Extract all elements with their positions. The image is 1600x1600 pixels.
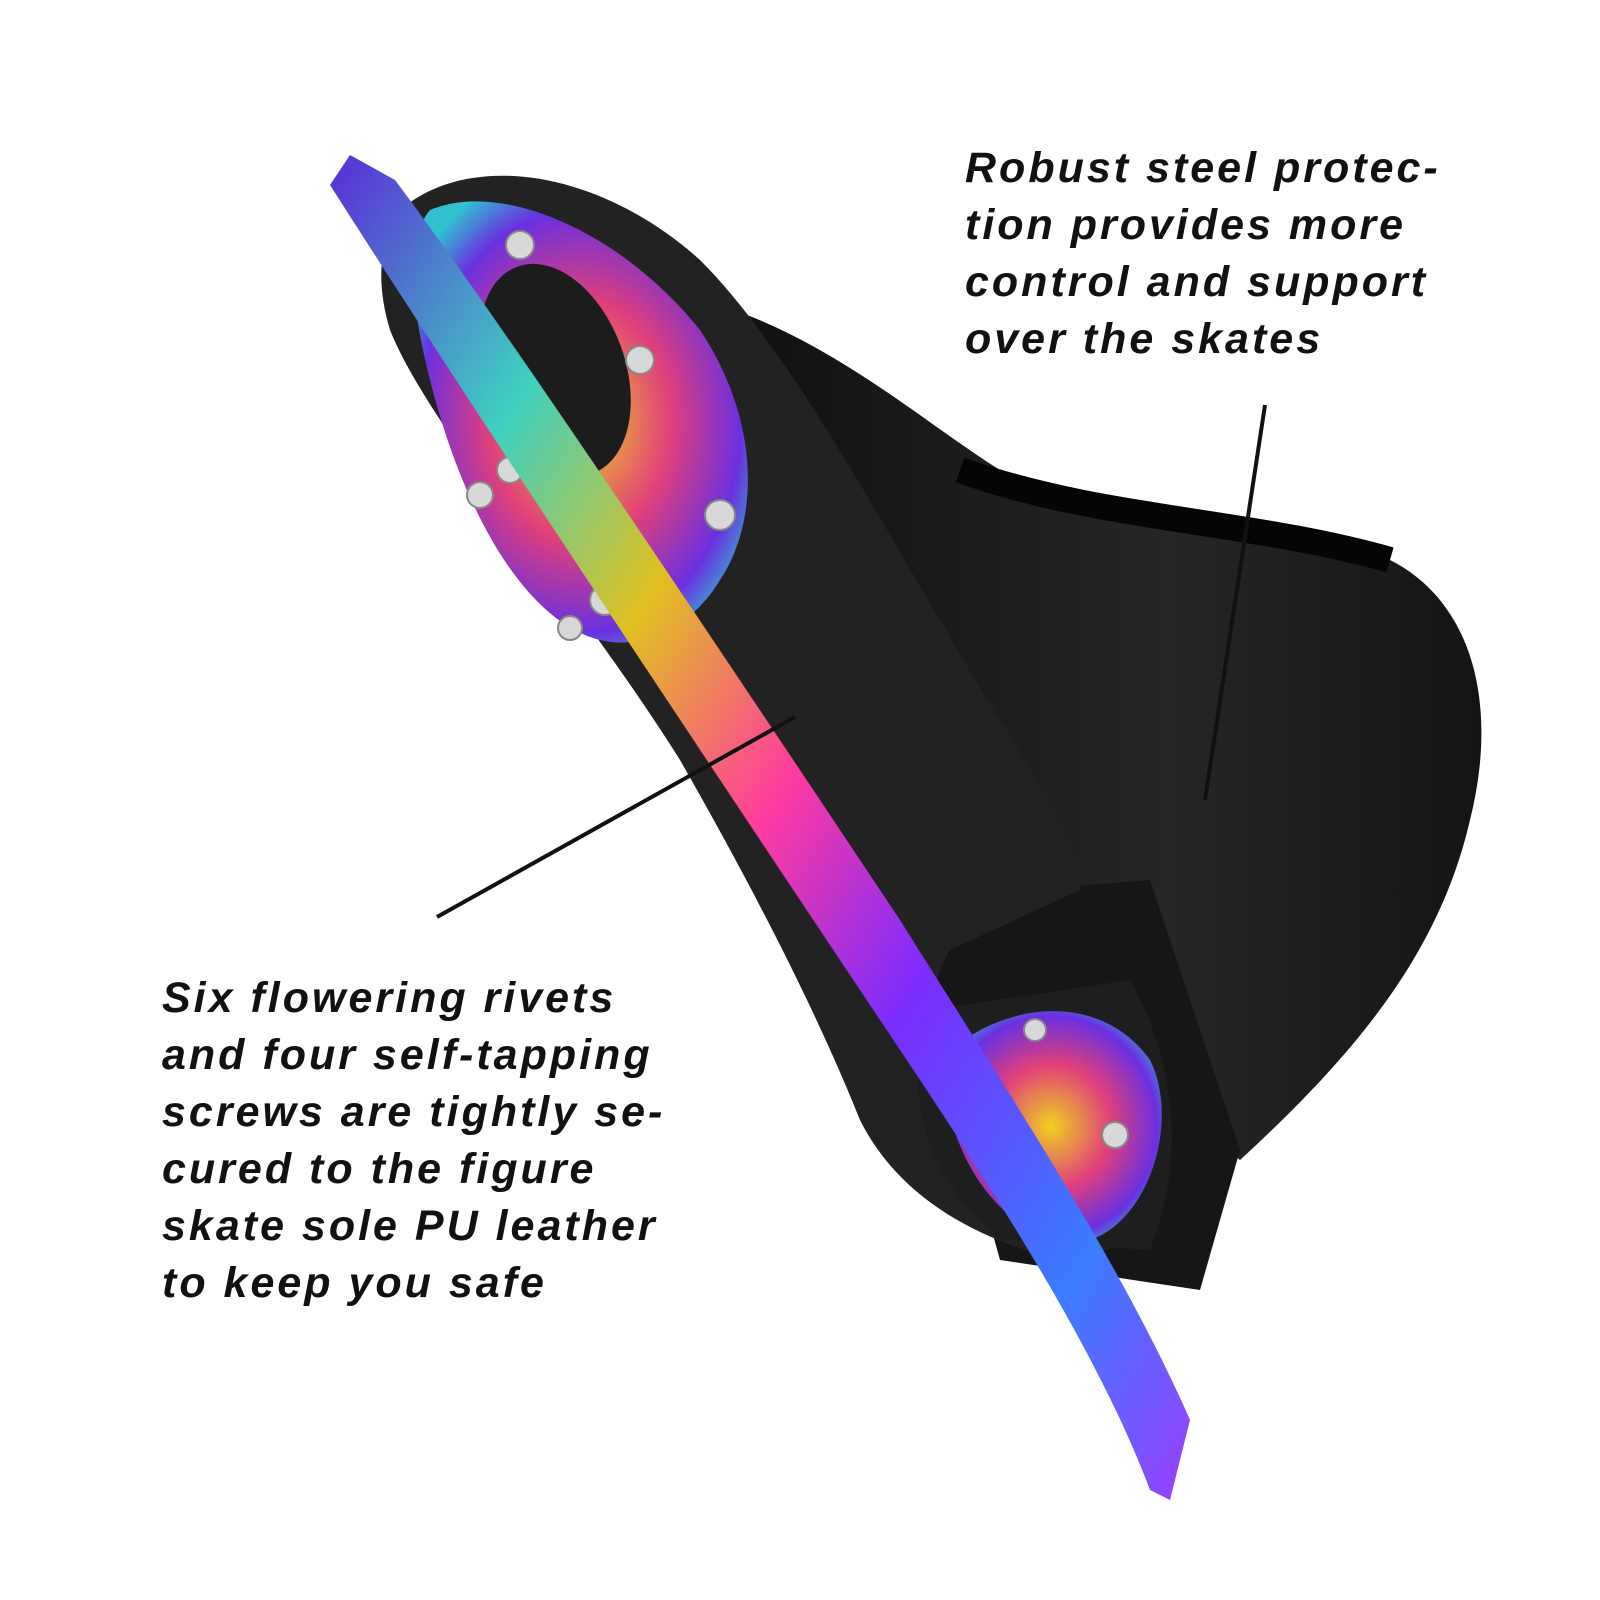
callout-line: and four self-tapping xyxy=(162,1031,653,1079)
callout-line: skate sole PU leather xyxy=(162,1202,658,1250)
callout-line: to keep you safe xyxy=(162,1259,547,1307)
callout-line: Six flowering rivets xyxy=(162,974,617,1022)
leader-line-steel xyxy=(1203,404,1267,801)
leader-line-rivets xyxy=(436,715,796,919)
boot-upper xyxy=(700,300,1482,1160)
laces xyxy=(955,457,1394,573)
callout-line: control and support xyxy=(965,258,1429,306)
callout-line: cured to the figure xyxy=(162,1145,597,1193)
callout-line: tion provides more xyxy=(965,201,1407,249)
callout-line: screws are tightly se- xyxy=(162,1088,666,1136)
callout-rivets: Six flowering rivets and four self-tappi… xyxy=(162,970,665,1312)
callout-line: Robust steel protec- xyxy=(965,144,1441,192)
callout-line: over the skates xyxy=(965,315,1324,363)
skate-blade xyxy=(330,155,1190,1500)
callout-steel-protection: Robust steel protec- tion provides more … xyxy=(965,140,1441,368)
